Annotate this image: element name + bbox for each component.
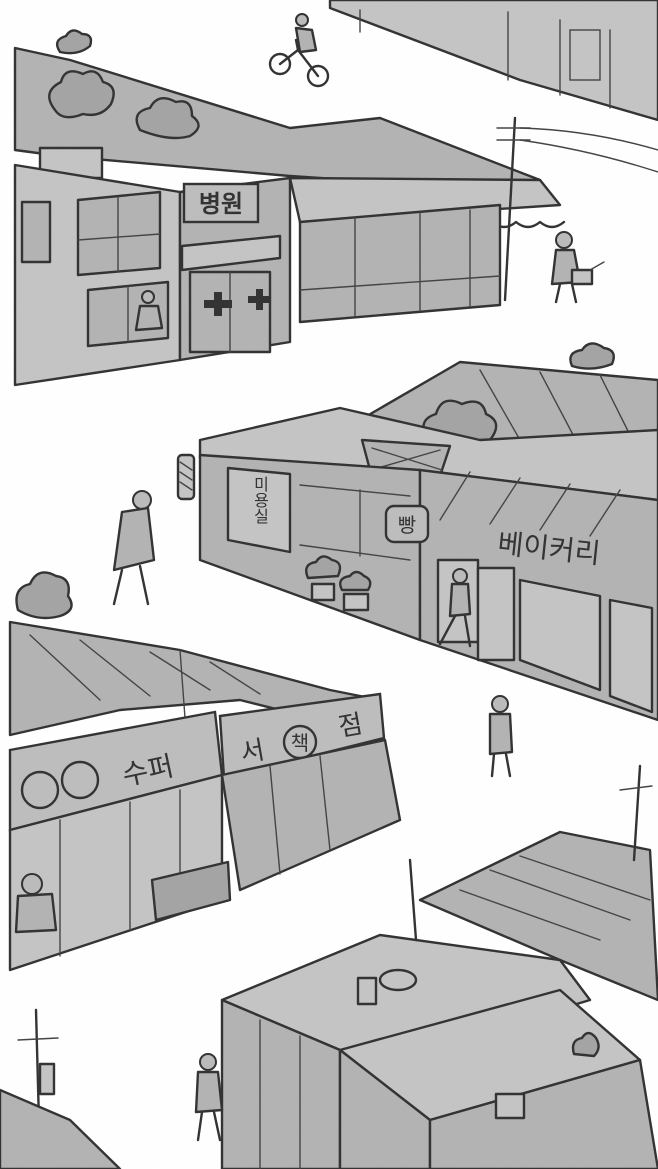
- grain-overlay: [0, 0, 658, 1169]
- street-illustration: 병원: [0, 0, 658, 1169]
